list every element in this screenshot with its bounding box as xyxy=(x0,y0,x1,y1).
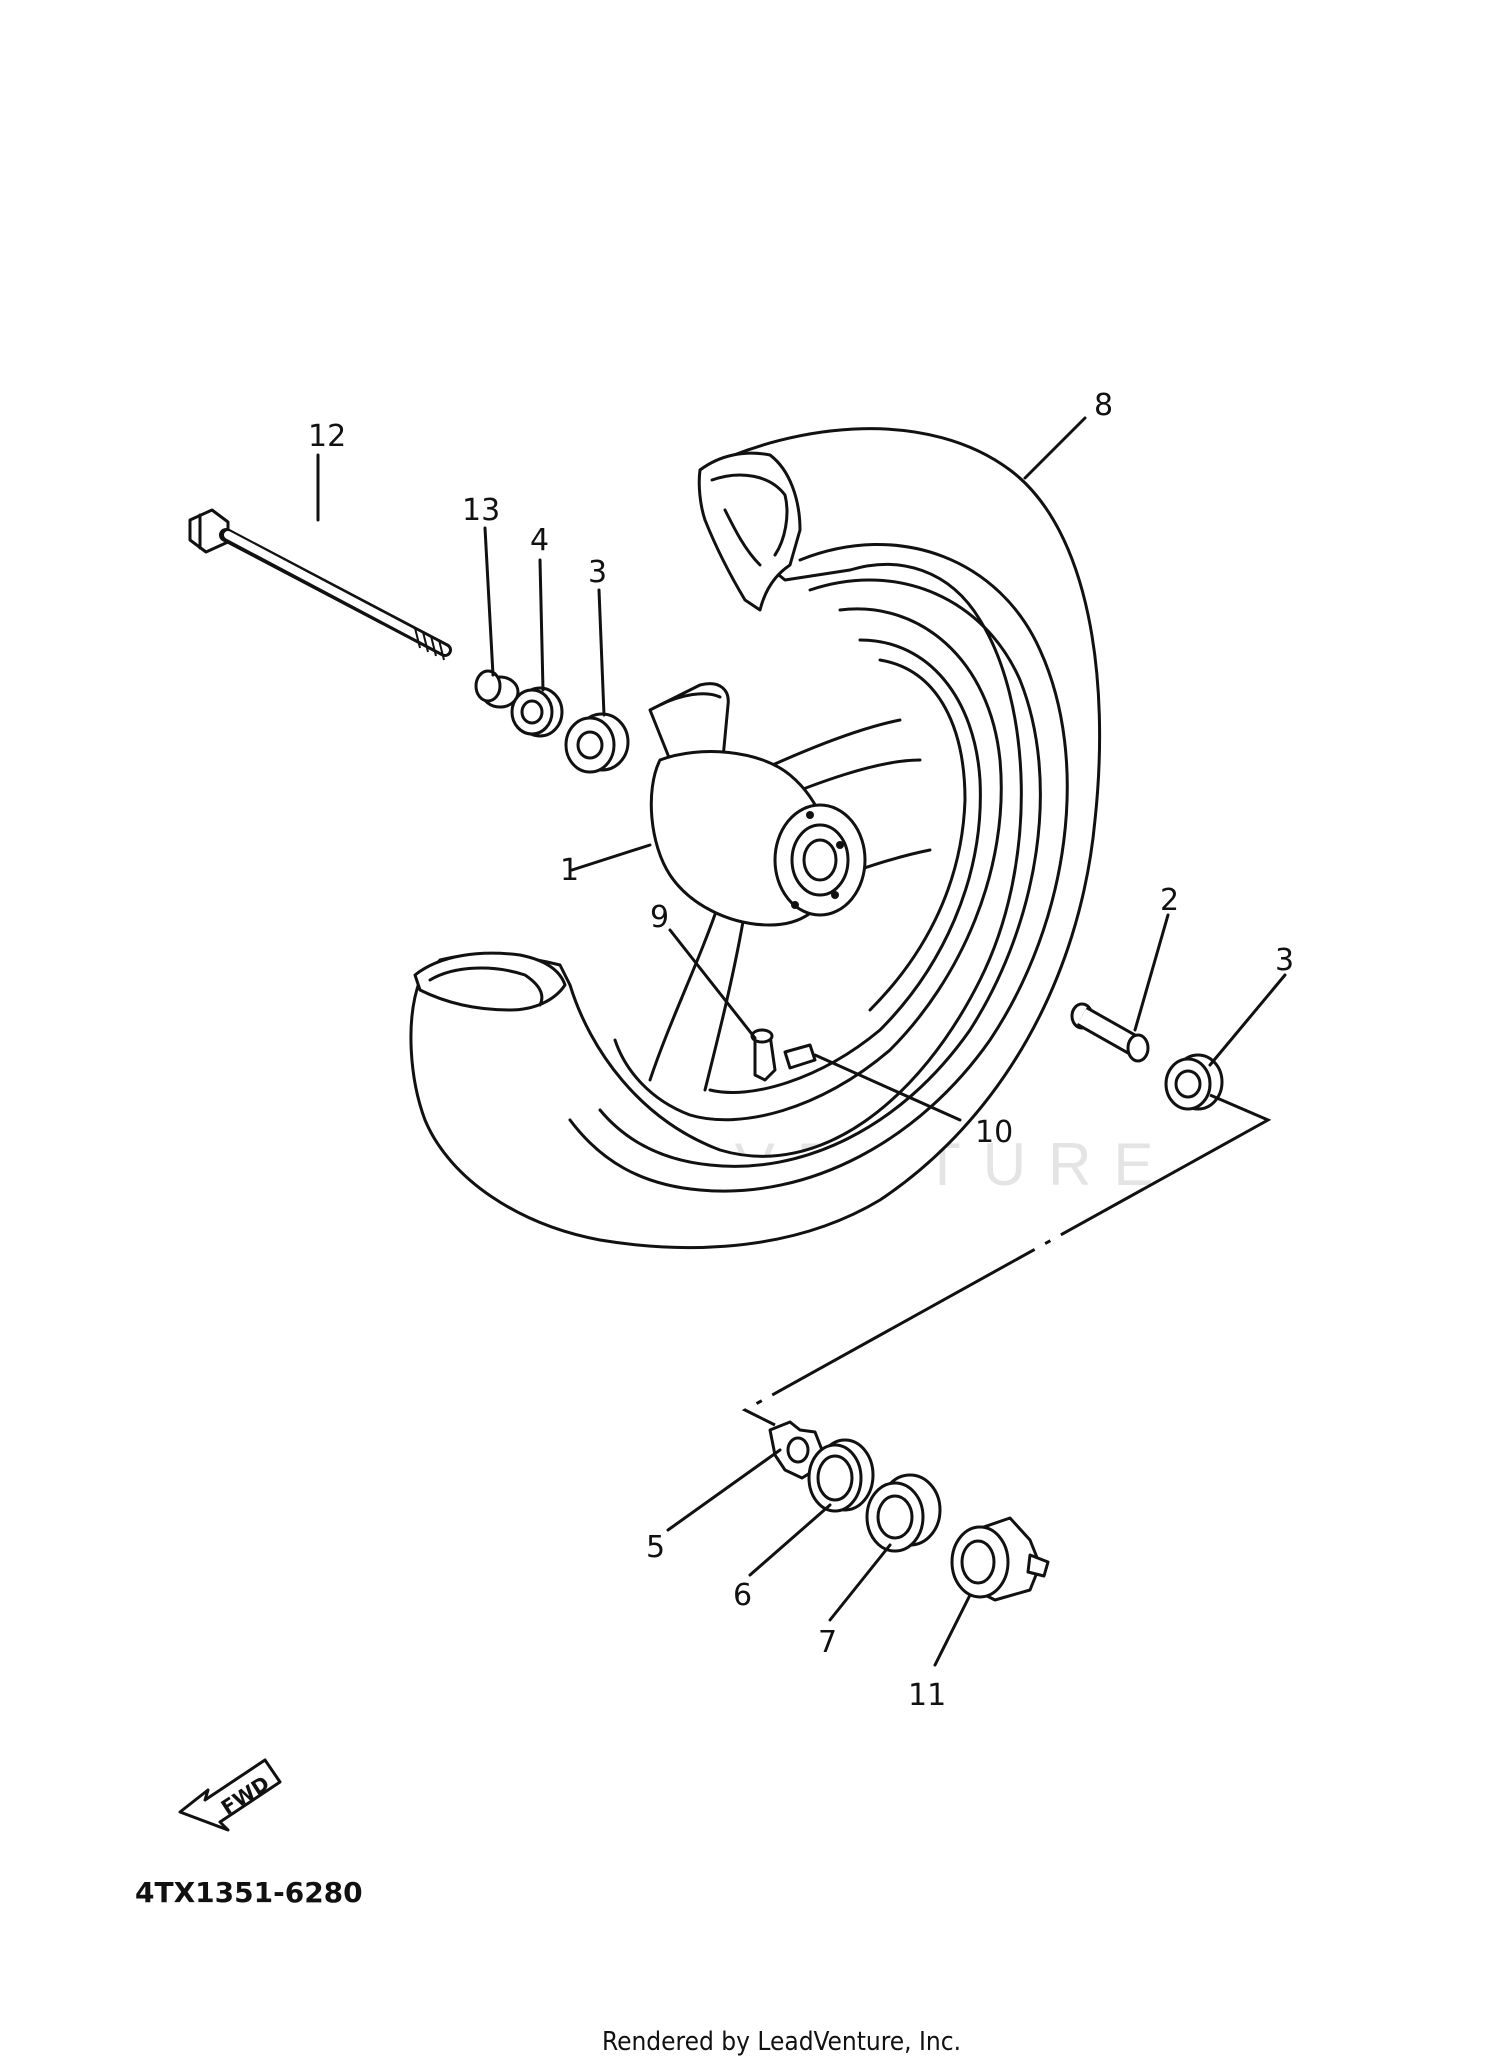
collar-part xyxy=(1070,1002,1150,1063)
callout-5: 5 xyxy=(646,1530,665,1565)
oil-seal-upper-part xyxy=(564,712,630,774)
callout-9: 9 xyxy=(650,900,669,935)
tire-top-section xyxy=(697,451,802,612)
callout-3-upper: 3 xyxy=(588,555,607,590)
footer-credit: Rendered by LeadVenture, Inc. xyxy=(602,2027,961,2057)
oil-seal-right-part xyxy=(1164,1053,1224,1111)
wheel-assembly xyxy=(409,427,1102,1250)
axle-part xyxy=(188,508,452,661)
assembly-guide-line xyxy=(741,1093,1272,1427)
callout-4: 4 xyxy=(530,523,549,558)
callout-8: 8 xyxy=(1094,388,1113,423)
callout-7: 7 xyxy=(818,1625,837,1660)
diagram-code: 4TX1351-6280 xyxy=(135,1876,363,1909)
bearing-lower-part xyxy=(865,1473,942,1553)
meter-gear-part xyxy=(950,1516,1050,1602)
tire-outline xyxy=(409,427,1102,1250)
bearing-upper-part xyxy=(510,686,564,738)
fwd-arrow: FWD xyxy=(178,1758,282,1832)
hub-flange xyxy=(773,803,867,917)
callout-11: 11 xyxy=(908,1678,946,1713)
callout-2: 2 xyxy=(1160,883,1179,918)
callout-13: 13 xyxy=(462,493,500,528)
spacer-part xyxy=(474,669,520,709)
callout-12: 12 xyxy=(308,419,346,454)
leader-lines xyxy=(316,416,1287,1667)
callout-6: 6 xyxy=(733,1578,752,1613)
oil-seal-lower-part xyxy=(807,1438,875,1513)
tire-bottom-section xyxy=(413,951,567,1012)
callout-10: 10 xyxy=(975,1115,1013,1150)
callout-1: 1 xyxy=(560,853,579,888)
callout-3-right: 3 xyxy=(1275,943,1294,978)
fwd-arrow-icon xyxy=(178,1758,282,1832)
balance-weight-shape xyxy=(783,1043,817,1070)
callout-labels: 1 2 3 4 5 6 7 8 9 10 11 12 13 3 xyxy=(308,388,1294,1713)
